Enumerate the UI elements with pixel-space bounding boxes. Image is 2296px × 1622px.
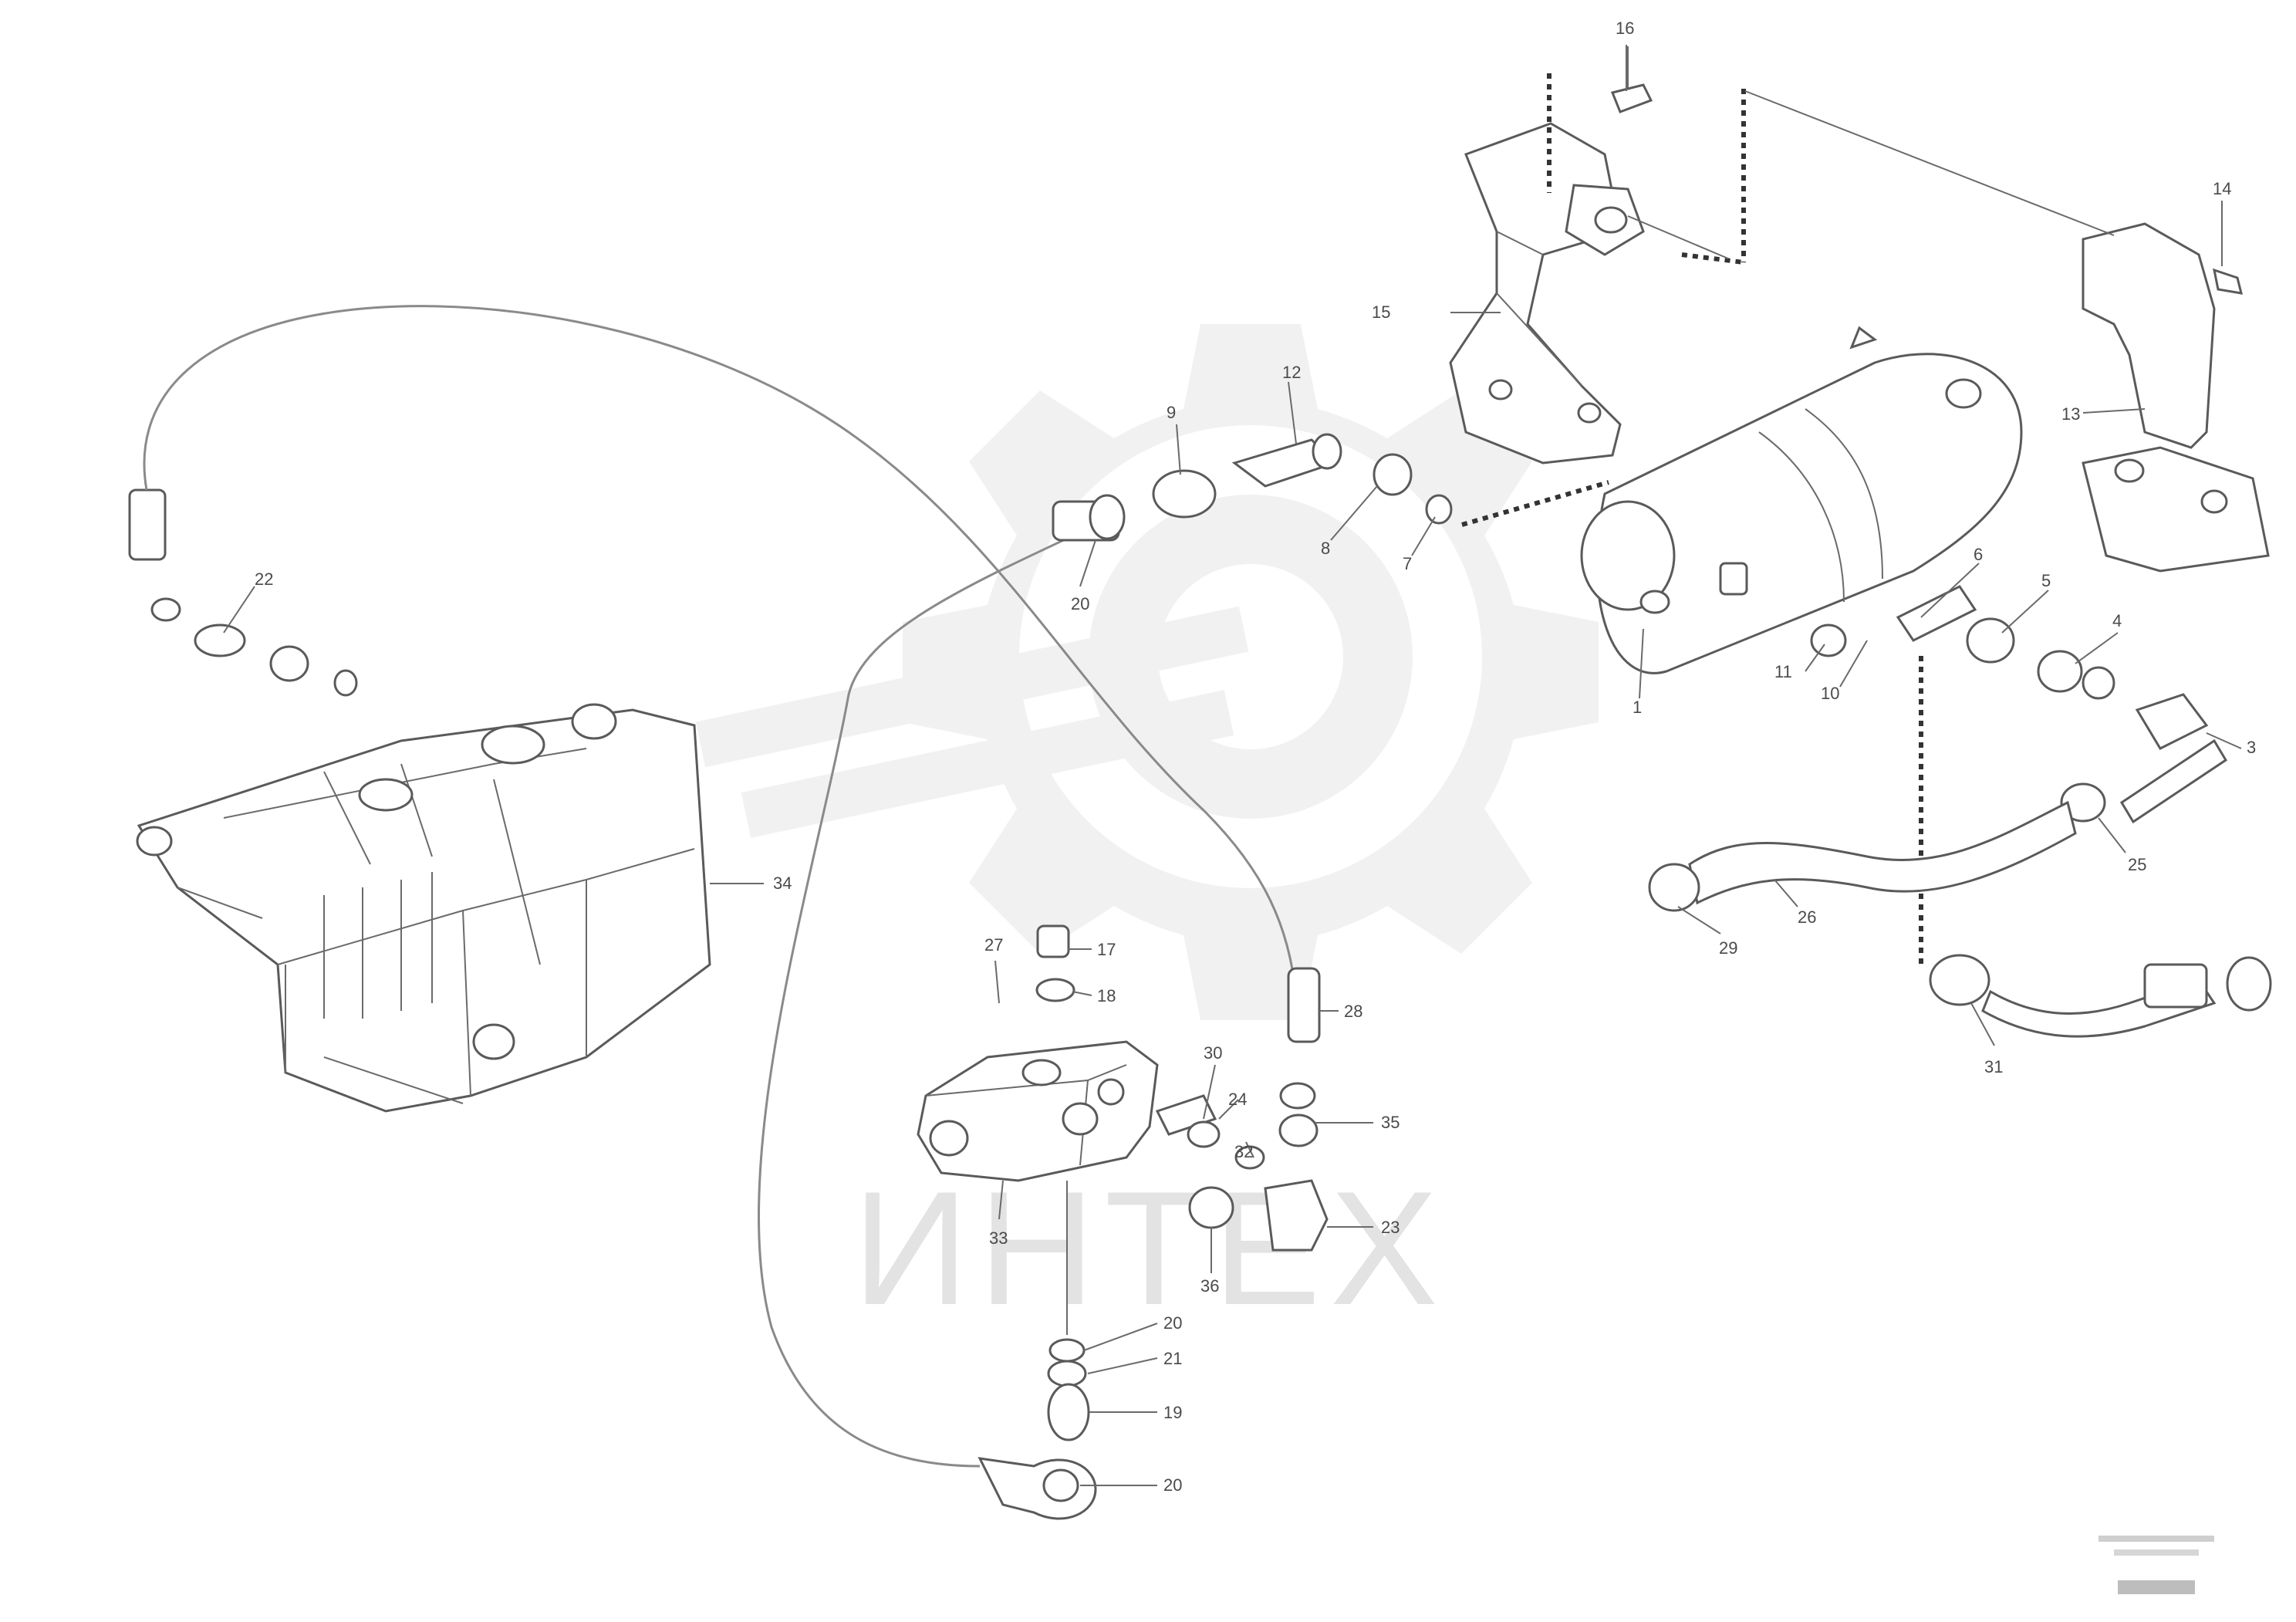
callout-16: 16 [1616, 19, 1634, 38]
callout-33: 33 [989, 1228, 1008, 1248]
callout-28: 28 [1344, 1002, 1362, 1021]
callout-36: 36 [1200, 1276, 1219, 1296]
callout-11: 11 [1774, 662, 1792, 681]
callout-32: 32 [1234, 1142, 1253, 1161]
callout-35: 35 [1381, 1113, 1400, 1132]
fitting-chain-22 [128, 488, 358, 697]
callout-19: 19 [1163, 1403, 1182, 1422]
watermark-gear-logo [695, 324, 1599, 1020]
callout-12: 12 [1282, 363, 1301, 382]
callout-8: 8 [1321, 539, 1330, 558]
callout-9: 9 [1167, 403, 1176, 422]
gearbox-housing [136, 703, 711, 1113]
callout-18: 18 [1097, 986, 1116, 1005]
callout-31: 31 [1984, 1057, 2003, 1076]
callout-22: 22 [255, 569, 273, 589]
dashed-line-top-2 [1681, 89, 1746, 265]
callout-24: 24 [1228, 1090, 1247, 1109]
fittings-upper-middle [1052, 433, 1453, 542]
callout-4: 4 [2112, 611, 2122, 630]
watermark-text: ИНТЕХ [853, 1157, 1447, 1339]
callout-30: 30 [1204, 1043, 1222, 1063]
callout-21: 21 [1163, 1349, 1182, 1368]
callout-14: 14 [2213, 179, 2231, 198]
callout-15: 15 [1372, 302, 1390, 322]
valve-block [917, 1040, 1159, 1335]
callout-3: 3 [2247, 738, 2256, 757]
drawing-reference [2098, 1536, 2214, 1594]
callout-23: 23 [1381, 1218, 1400, 1237]
callout-labels: 16 15 14 13 12 9 8 7 6 5 4 3 1 11 10 2 2… [255, 19, 2256, 1495]
callout-20-upper: 20 [1071, 594, 1089, 613]
callout-20-lower: 20 [1163, 1475, 1182, 1495]
callout-20-mid: 20 [1163, 1313, 1182, 1333]
callout-1: 1 [1633, 698, 1642, 717]
dashed-line-motor [1461, 480, 1609, 527]
bolts-top [1610, 46, 2244, 295]
hose-left-loop [143, 305, 1298, 996]
callout-25: 25 [2128, 855, 2146, 874]
hose-lower-loop [758, 531, 1081, 1468]
fittings-right [1810, 585, 2228, 824]
callout-5: 5 [2041, 571, 2051, 590]
callout-13: 13 [2061, 404, 2080, 424]
bracket-upper-right [2082, 222, 2270, 573]
callout-26: 26 [1798, 907, 1816, 927]
callout-10: 10 [1821, 684, 1839, 703]
callout-34: 34 [773, 874, 792, 893]
callout-17: 17 [1097, 940, 1116, 959]
callout-6: 6 [1974, 545, 1983, 564]
callout-7: 7 [1403, 554, 1412, 573]
valve-fittings [1035, 924, 1329, 1252]
hose-assembly-right [1648, 800, 2272, 1038]
bracket-upper-left [1449, 122, 1645, 465]
callout-29: 29 [1719, 938, 1737, 958]
callout-27: 27 [984, 935, 1003, 955]
leader-lines [223, 45, 2242, 1486]
lower-fitting-stack [977, 1338, 1097, 1520]
hydraulic-motor [1580, 326, 2023, 674]
